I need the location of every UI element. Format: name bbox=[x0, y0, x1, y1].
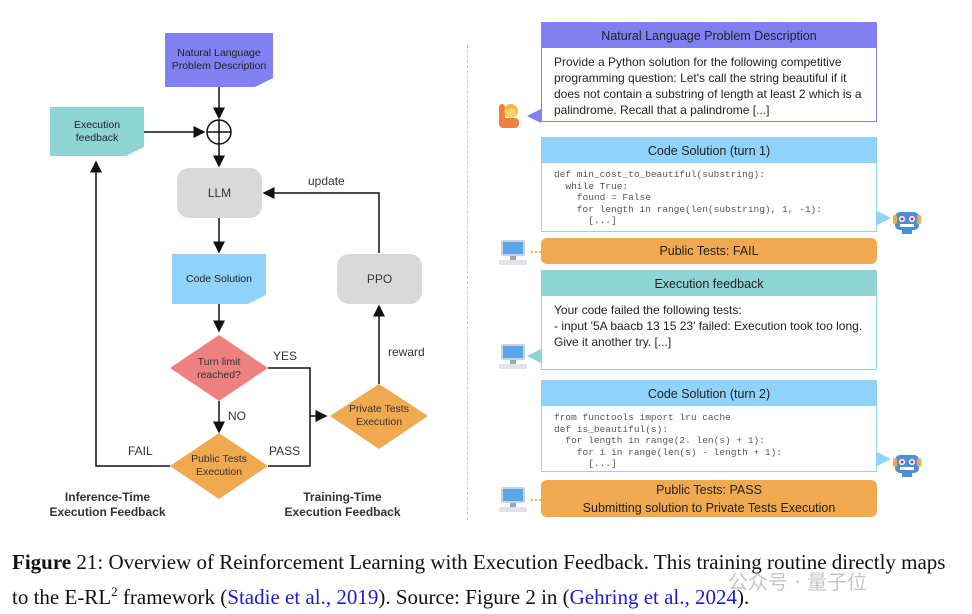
private-tests-diamond bbox=[330, 384, 428, 449]
llm-label: LLM bbox=[207, 186, 232, 200]
caption-text: ). Source: Figure 2 in ( bbox=[378, 585, 570, 609]
computer-icon bbox=[499, 487, 527, 513]
citation-link-stadie[interactable]: Stadie et al., 2019 bbox=[227, 585, 379, 609]
citation-link-gehring[interactable]: Gehring et al., 2024 bbox=[569, 585, 738, 609]
code-turn2-body: from functools import lru cache def is_b… bbox=[554, 412, 783, 469]
public-tests-diamond bbox=[170, 433, 268, 499]
feedback-card-body: Your code failed the following tests: - … bbox=[542, 296, 876, 356]
code-turn2-title: Code Solution (turn 2) bbox=[542, 381, 876, 406]
private-tests-label: Private Tests Execution bbox=[349, 403, 409, 428]
figure-number: 21: bbox=[76, 550, 104, 574]
figure-label: Figure bbox=[12, 550, 72, 574]
arrow-fail bbox=[90, 160, 170, 467]
training-time-label: Training-Time Execution Feedback bbox=[284, 490, 401, 519]
connector-dots bbox=[531, 251, 541, 253]
no-label: NO bbox=[228, 409, 246, 423]
nl-problem-note: Natural Language Problem Description bbox=[165, 33, 273, 87]
public-tests-pass-banner: Public Tests: PASS Submitting solution t… bbox=[541, 480, 877, 517]
nl-problem-label: Natural Language Problem Description bbox=[171, 47, 267, 72]
execution-feedback-label: Execution feedback bbox=[73, 118, 121, 144]
problem-card-body: Provide a Python solution for the follow… bbox=[554, 55, 862, 117]
arrow-update bbox=[262, 187, 380, 253]
public-tests-pass-line1: Public Tests: PASS bbox=[656, 482, 762, 497]
code-turn1-title: Code Solution (turn 1) bbox=[542, 138, 876, 163]
person-raising-hand-icon bbox=[499, 104, 519, 128]
caption-text: Overview of Reinforcement Learning with … bbox=[12, 550, 946, 609]
public-tests-label: Public Tests Execution bbox=[191, 453, 247, 478]
watermark: 公众号 · 量子位 bbox=[728, 570, 868, 594]
figure-caption: Figure 21: Overview of Reinforcement Lea… bbox=[12, 548, 962, 612]
inference-time-label: Inference-Time Execution Feedback bbox=[49, 490, 166, 519]
update-label: update bbox=[308, 174, 345, 188]
arrow-yes bbox=[268, 367, 328, 422]
public-tests-fail-label: Public Tests: FAIL bbox=[659, 244, 759, 258]
code-solution-note: Code Solution bbox=[172, 254, 266, 304]
feedback-line: - input '5A baacb 13 15 23' failed: Exec… bbox=[554, 319, 863, 333]
execution-feedback-note: Execution feedback bbox=[50, 107, 144, 156]
caption-text: framework ( bbox=[117, 585, 228, 609]
code-turn1-body: def min_cost_to_beautiful(substring): wh… bbox=[554, 169, 822, 226]
turn-limit-diamond bbox=[170, 335, 268, 401]
public-tests-pass-line2: Submitting solution to Private Tests Exe… bbox=[582, 500, 836, 515]
robot-icon bbox=[893, 212, 921, 234]
code-turn2-tail bbox=[877, 452, 891, 466]
feedback-line: Your code failed the following tests: bbox=[554, 303, 742, 317]
connector-dots bbox=[531, 499, 541, 501]
feedback-card-tail bbox=[527, 349, 541, 363]
computer-icon bbox=[499, 344, 527, 370]
flowchart-connectors bbox=[90, 87, 428, 499]
feedback-line: Give it another try. [...] bbox=[554, 335, 672, 349]
pass-label: PASS bbox=[269, 444, 301, 458]
computer-icon bbox=[499, 240, 527, 266]
code-solution-label: Code Solution bbox=[186, 272, 252, 285]
problem-card-title: Natural Language Problem Description bbox=[542, 23, 876, 48]
merge-plus-icon bbox=[206, 119, 232, 145]
ppo-label: PPO bbox=[366, 272, 393, 286]
code-turn1-tail bbox=[877, 211, 891, 225]
caption-text: ). bbox=[737, 585, 750, 609]
turn-limit-label: Turn limit reached? bbox=[197, 356, 241, 381]
problem-card-tail bbox=[527, 109, 541, 123]
arrow-pass bbox=[268, 416, 311, 467]
yes-label: YES bbox=[273, 349, 298, 363]
note-fold-icon bbox=[248, 295, 266, 304]
caption-superscript: 2 bbox=[111, 584, 118, 599]
code-turn2-card: Code Solution (turn 2) from functools im… bbox=[541, 380, 877, 472]
robot-icon bbox=[893, 455, 921, 477]
problem-card: Natural Language Problem Description Pro… bbox=[541, 22, 877, 122]
note-fold-icon bbox=[255, 78, 273, 87]
feedback-card: Execution feedback Your code failed the … bbox=[541, 270, 877, 370]
note-fold-icon bbox=[126, 147, 144, 156]
feedback-card-title: Execution feedback bbox=[542, 271, 876, 296]
public-tests-fail-banner: Public Tests: FAIL bbox=[541, 238, 877, 264]
llm-box: LLM bbox=[177, 168, 262, 218]
code-turn1-card: Code Solution (turn 1) def min_cost_to_b… bbox=[541, 137, 877, 232]
ppo-box: PPO bbox=[337, 254, 422, 304]
fail-label: FAIL bbox=[128, 444, 153, 458]
reward-label: reward bbox=[388, 345, 425, 359]
panel-divider bbox=[467, 45, 468, 520]
